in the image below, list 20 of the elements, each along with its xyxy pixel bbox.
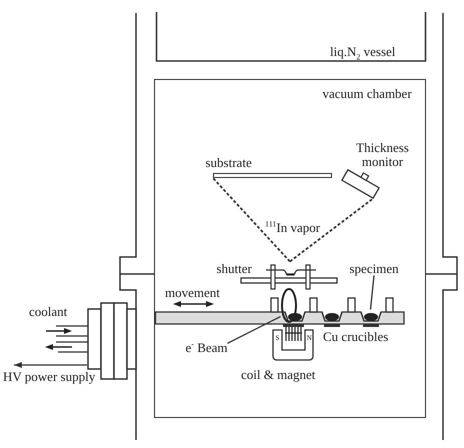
leader-line: [227, 316, 281, 344]
part-label: specimen: [350, 262, 399, 276]
part-label: substrate: [206, 156, 252, 170]
coolant-label: coolant: [29, 305, 68, 319]
vapor-line: [212, 176, 291, 262]
movement-label: movement: [165, 286, 220, 300]
part-label: Cu crucibles: [323, 330, 388, 344]
chamber-label: vacuum chamber: [322, 86, 412, 100]
vapor-line: [289, 198, 374, 262]
vessel-label: liq.N$_{2}$ vessel: [330, 45, 396, 59]
vapor-label: $^{111}$In vapor: [265, 221, 320, 235]
electron-beam-loop: [280, 288, 296, 322]
supply-label: HV power supply: [3, 365, 96, 389]
cable-arrow: [14, 362, 87, 368]
vacuum-chamber: [154, 79, 426, 418]
part-label: e$^{-}$ Beam: [186, 340, 228, 354]
leader-line: [370, 275, 375, 310]
part-label: Thickness monitor: [355, 140, 410, 168]
part-label: coil & magnet: [241, 368, 316, 382]
part-label: shutter: [216, 262, 252, 276]
